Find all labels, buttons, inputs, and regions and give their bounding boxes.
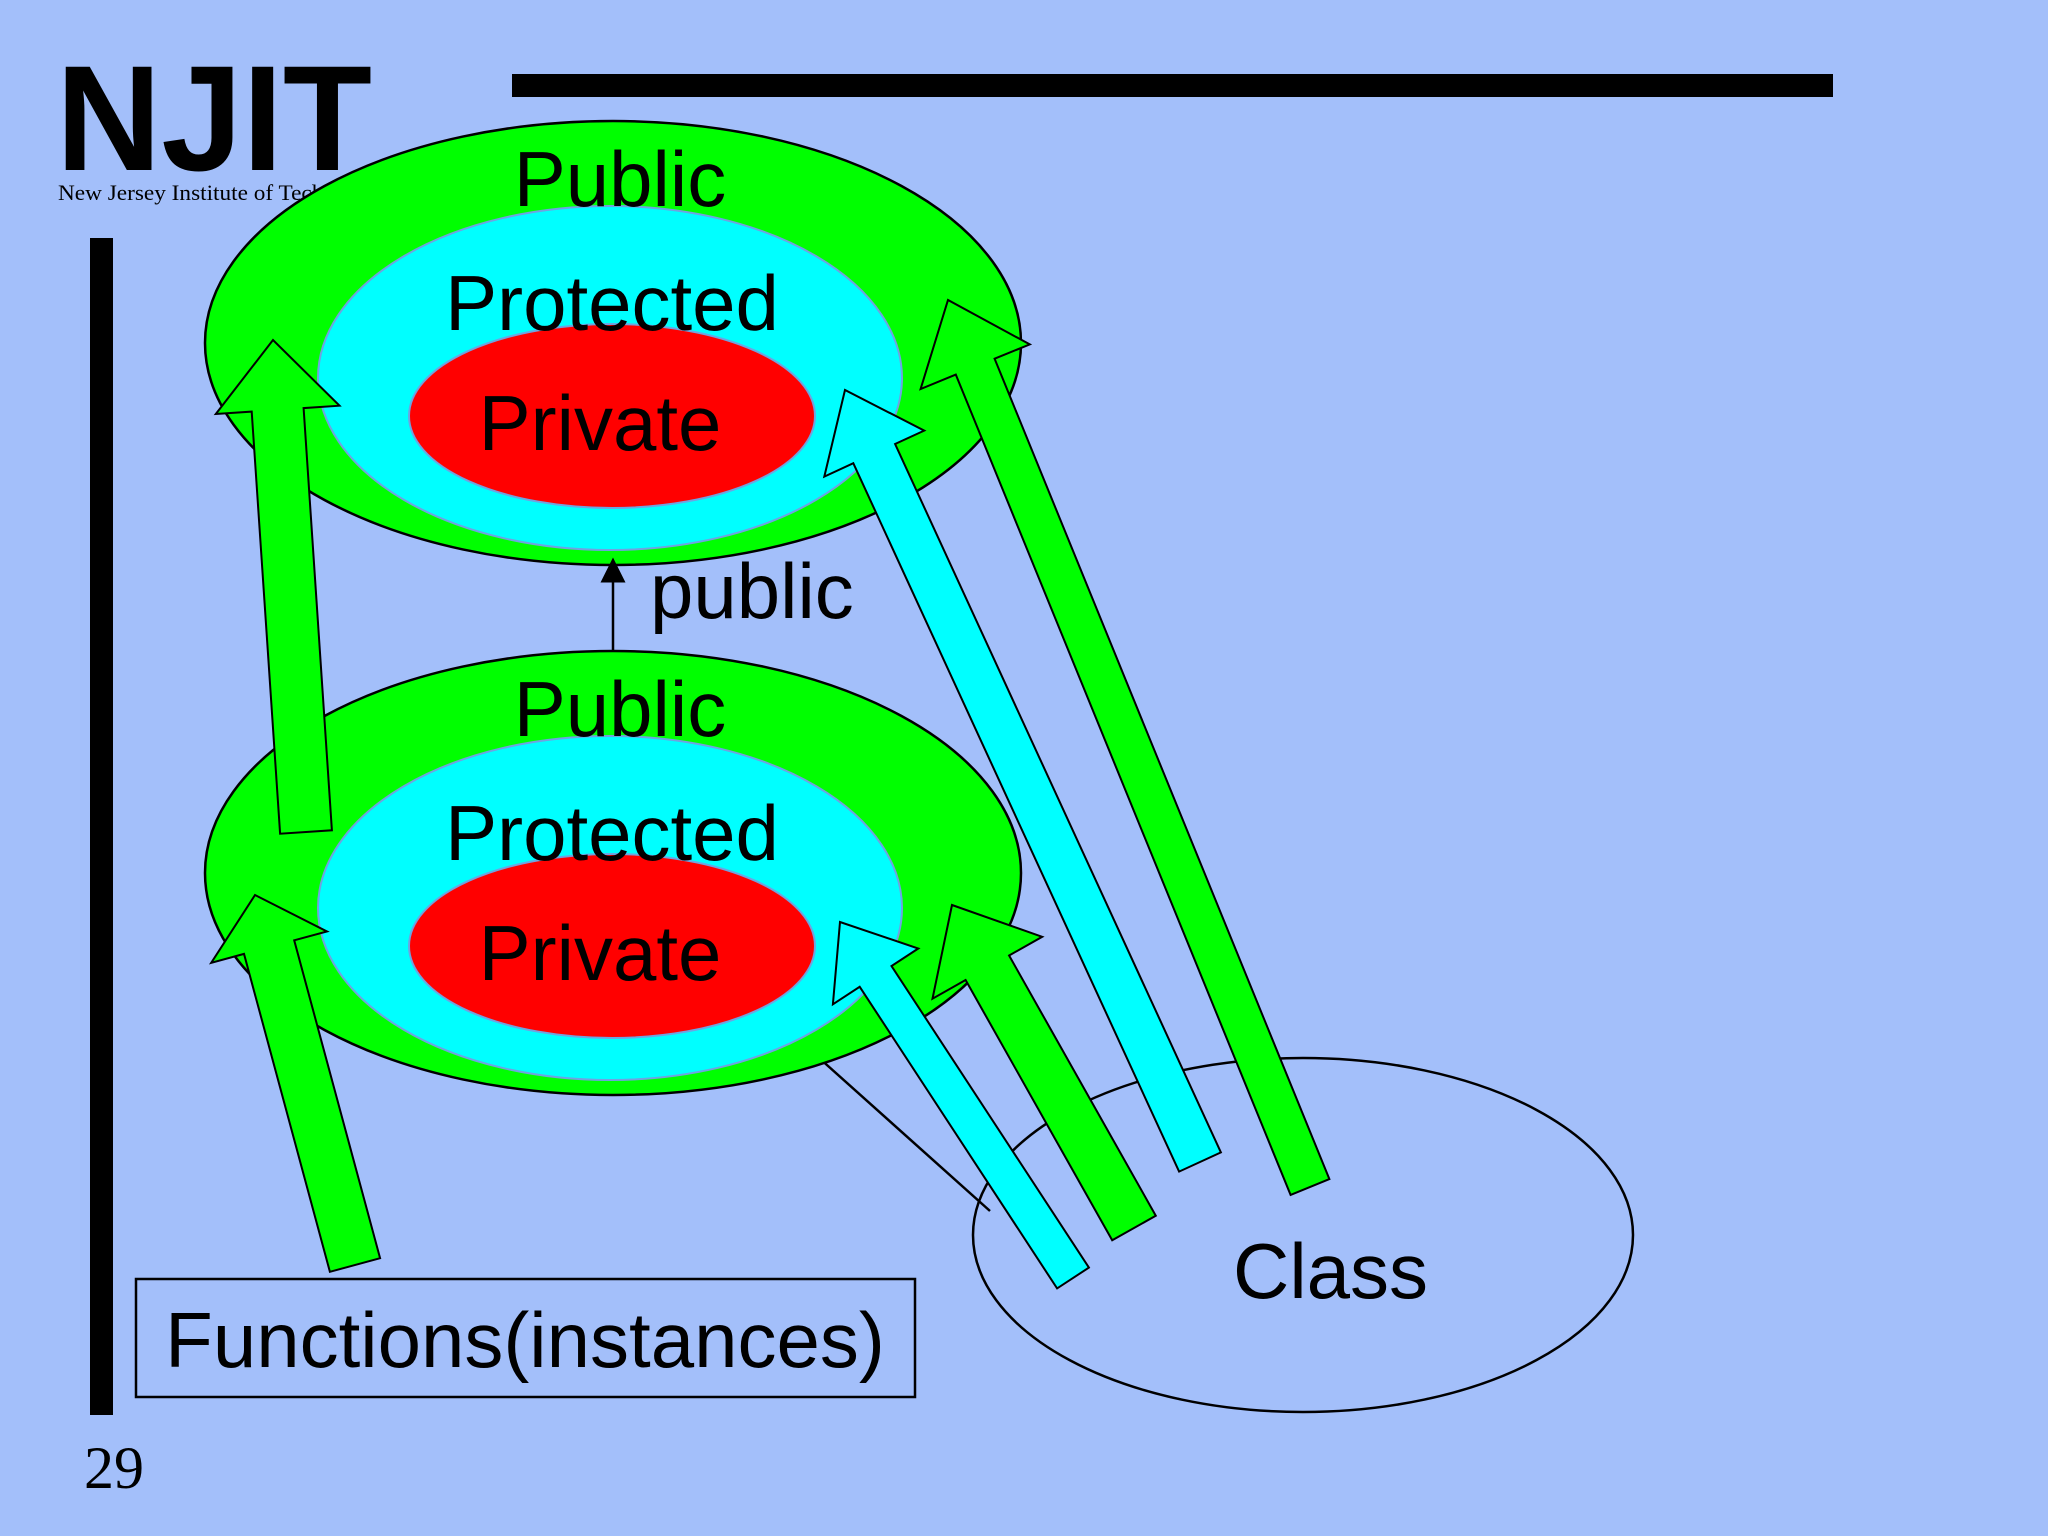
- functions-box: Functions(instances): [134, 1277, 917, 1399]
- bottom-private-label: Private: [479, 909, 722, 997]
- bottom-private-core: [408, 853, 816, 1039]
- arrow-class-to-bottom-private: [831, 920, 1091, 1290]
- logo-wordmark: NJIT: [56, 34, 372, 202]
- bottom-class: Public Protected Private: [203, 649, 1023, 1097]
- access-arrows: [208, 298, 1331, 1290]
- functions-box-border: [134, 1277, 917, 1399]
- functions-label: Functions(instances): [165, 1296, 885, 1384]
- top-private-core: [408, 323, 816, 509]
- class-connector-line: [817, 1056, 991, 1212]
- bottom-public-label: Public: [514, 665, 726, 753]
- arrow-functions-to-bottom-public: [208, 893, 382, 1274]
- top-protected-label: Protected: [445, 259, 779, 347]
- class-ellipse: [971, 1056, 1635, 1414]
- top-public-label: Public: [514, 135, 726, 223]
- class-label: Class: [1233, 1227, 1428, 1315]
- inheritance-label: public: [650, 547, 854, 635]
- arrow-class-to-top-protected: [822, 388, 1223, 1173]
- arrow-class-to-bottom-public: [931, 903, 1158, 1242]
- top-private-label: Private: [479, 379, 722, 467]
- left-rule: [90, 238, 113, 1415]
- page-number: 29: [84, 1435, 144, 1501]
- bottom-protected-label: Protected: [445, 789, 779, 877]
- arrow-bottom-public-to-top-public: [213, 338, 342, 835]
- arrow-class-to-top-public: [919, 298, 1331, 1197]
- top-class: Public Protected Private: [203, 119, 1023, 567]
- title-rule: [512, 74, 1833, 97]
